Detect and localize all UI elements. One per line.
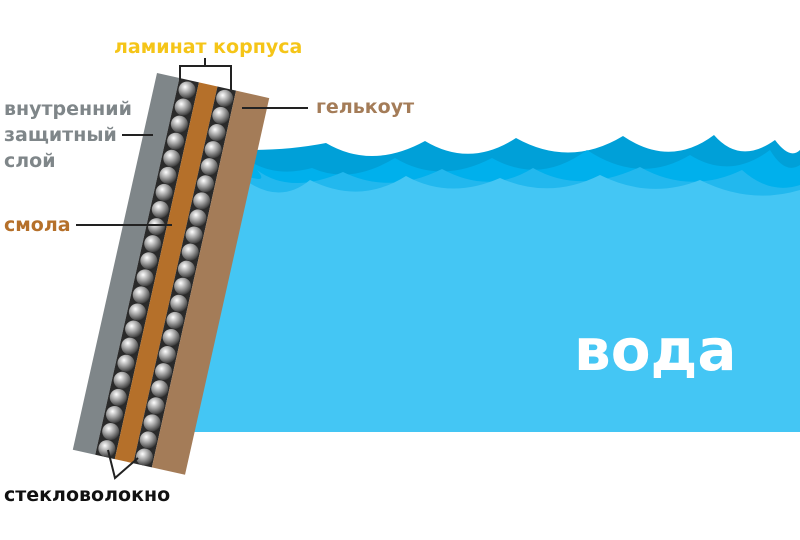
- fiberglass-bead: [185, 226, 203, 244]
- fiberglass-bead: [189, 209, 207, 227]
- fiberglass-bead: [178, 81, 196, 99]
- laminate-label: ламинат корпуса: [114, 36, 303, 58]
- fiberglass-bead: [200, 158, 218, 176]
- fiberglass-bead: [151, 380, 169, 398]
- fiberglass-bead: [113, 371, 131, 389]
- fiberglass-bead: [162, 328, 180, 346]
- fiberglass-bead: [105, 405, 123, 423]
- fiberglass-bead: [140, 252, 158, 270]
- water-body: [187, 175, 800, 432]
- fiberglass-bead: [170, 115, 188, 133]
- resin-layer: [114, 82, 218, 464]
- water-label: вода: [574, 316, 737, 384]
- fiberglass-bead: [212, 106, 230, 124]
- fiberglass-bead: [128, 303, 146, 321]
- fiberglass-bead: [144, 235, 162, 253]
- fiberglass-bead: [159, 166, 177, 184]
- fiberglass-bead: [158, 346, 176, 364]
- fiberglass-bead: [167, 132, 185, 150]
- fiberglass-bead: [121, 337, 139, 355]
- fiberglass-bead: [147, 397, 165, 415]
- fiberglass-bead: [109, 388, 127, 406]
- fiberglass-bead: [208, 124, 226, 142]
- gelcoat-layer: [151, 90, 270, 475]
- fiberglass-bead: [136, 269, 154, 287]
- fiberglass-label: стекловолокно: [4, 484, 171, 506]
- fiberglass-bead: [170, 294, 188, 312]
- fiberglass-bead: [155, 183, 173, 201]
- fiberglass-bead: [135, 448, 153, 466]
- laminate-bracket: [179, 58, 232, 90]
- gelcoat-label: гелькоут: [316, 96, 415, 118]
- fiberglass-bead: [102, 423, 120, 441]
- fiberglass-bead: [155, 363, 173, 381]
- fiberglass-bead: [216, 89, 234, 107]
- fiberglass-bead: [163, 149, 181, 167]
- fiberglass-bead: [143, 414, 161, 432]
- water: [187, 135, 800, 432]
- fiberglass-bead: [204, 141, 222, 159]
- fiberglass-leader: [107, 449, 139, 480]
- fiberglass-bead: [98, 440, 116, 458]
- inner-protective-layer: [72, 73, 180, 455]
- fiberglass-bead: [117, 354, 135, 372]
- inner-layer-label: внутренний защитный слой: [4, 96, 132, 174]
- laminate-stack: [72, 73, 270, 475]
- fiberglass-bead: [125, 320, 143, 338]
- fiberglass-bead: [193, 192, 211, 210]
- fiberglass-bead: [197, 175, 215, 193]
- inner-layer-label-line2: защитный: [4, 124, 117, 146]
- resin-label: смола: [4, 214, 71, 236]
- fiberglass-bead: [166, 311, 184, 329]
- leader-lines: [76, 58, 308, 480]
- fiberglass-bead: [132, 286, 150, 304]
- fiberglass-bead: [139, 431, 157, 449]
- fiberglass-bead: [151, 201, 169, 219]
- fiberglass-bead: [174, 277, 192, 295]
- fiberglass-bead: [174, 98, 192, 116]
- fiberglass-bead: [177, 260, 195, 278]
- inner-layer-label-line1: внутренний: [4, 98, 132, 120]
- inner-layer-label-line3: слой: [4, 150, 56, 172]
- fiberglass-bead: [147, 218, 165, 236]
- fiberglass-bead: [181, 243, 199, 261]
